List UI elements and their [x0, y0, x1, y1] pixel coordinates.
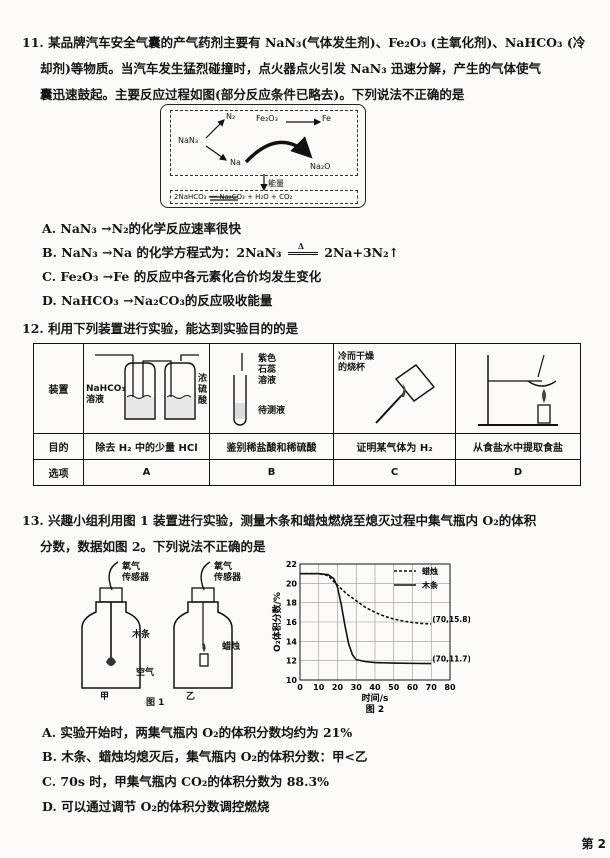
q12-choice-c: C [333, 459, 456, 486]
q12-apparatus-c: 冷而干燥 的烧杯 [333, 343, 456, 434]
chart-series-0 [300, 572, 432, 625]
q12-table: 装置 NaHCO₃ 溶液 浓 硫 酸 紫色 [33, 343, 581, 486]
fe-label: Fe [322, 114, 332, 123]
q13-option-c: C. 70s 时，甲集气瓶内 CO₂的体积分数为 88.3% [42, 774, 330, 789]
chart-series-1 [300, 572, 432, 665]
q11-reaction-diagram: NaN₃ N₂ Na Fe₂O₃ Fe Na₂O 能量 2NaHCO₃ ══ N… [160, 104, 370, 210]
q13-option-d: D. 可以通过调节 O₂的体积分数调控燃烧 [42, 799, 270, 814]
na-label: Na [230, 158, 241, 167]
air-label: 空气 [136, 668, 155, 678]
q11-arrows [205, 118, 322, 201]
dry-beaker-label: 冷而干燥 的烧杯 [338, 352, 375, 373]
wash-bottles-icon [94, 354, 199, 420]
q13-line1: 13. 兴趣小组利用图 1 装置进行实验，测量木条和蜡烛燃烧至熄灭过程中集气瓶内… [22, 513, 537, 528]
chart-xtick-label: 60 [407, 683, 419, 692]
fe2o3-label: Fe₂O₃ [256, 114, 278, 123]
nahco3-solution-label: NaHCO₃ 溶液 [86, 384, 126, 405]
chart-xtick-label: 80 [444, 683, 456, 692]
q11-line2: 却剂)等物质。当汽车发生猛烈碰撞时，点火器点火引发 NaN₃ 迅速分解，产生的气… [40, 61, 542, 76]
q12-choice-b: B [209, 459, 334, 486]
wood-label: 木条 [132, 630, 151, 640]
chart-ytick-label: 10 [286, 676, 298, 685]
q13-option-a: A. 实验开始时，两集气瓶内 O₂的体积分数均约为 21% [42, 725, 353, 740]
chart-xtick-label: 20 [332, 683, 344, 692]
chart-xtick-label: 30 [351, 683, 363, 692]
chart-ytick-label: 16 [286, 618, 298, 627]
nahco3-equation: 2NaHCO₃ ══ Na₂CO₃ + H₂O + CO₂ [174, 193, 293, 201]
chart-xlabel: 时间/s [362, 692, 389, 704]
q12-apparatus-d [455, 343, 581, 434]
q12-purpose-b: 鉴别稀盐酸和稀硫酸 [209, 433, 334, 460]
na2o-label: Na₂O [310, 162, 331, 171]
q13-figure-1: 氧气 传感器 氧气 传感器 木条 空气 蜡烛 甲 乙 图 1 [60, 558, 250, 708]
test-liquid-label: 待测液 [258, 406, 286, 416]
q12-stem: 12. 利用下列装置进行实验，能达到实验目的的是 [22, 321, 299, 336]
q12-row-label-choice: 选项 [33, 459, 84, 486]
q11-option-d: D. NaHCO₃ →Na₂CO₃的反应吸收能量 [42, 293, 273, 308]
gas-bottles-icon [81, 561, 233, 689]
o2-sensor-label-jia: 氧气 传感器 [122, 562, 150, 583]
conc-h2so4-label: 浓 硫 酸 [198, 374, 208, 406]
jia-label: 甲 [100, 692, 110, 702]
q11-option-b-pre: B. NaN₃ →Na 的化学方程式为：2NaN₃ [42, 245, 282, 260]
chart-annotation: (70,11.7) [432, 655, 470, 664]
q12-apparatus-b: 紫色 石蕊 溶液 待测液 [209, 343, 334, 434]
q12-row-label-apparatus: 装置 [33, 343, 84, 434]
evaporation-dish-icon [478, 354, 558, 426]
q11-option-a: A. NaN₃ →N₂的化学反应速率很快 [42, 221, 242, 236]
chart-ytick-label: 18 [286, 599, 298, 608]
energy-label: 能量 [268, 179, 284, 188]
chart-caption: 图 2 [366, 704, 384, 715]
q12-purpose-a: 除去 H₂ 中的少量 HCl [83, 433, 210, 460]
test-tube-icon [232, 353, 247, 426]
q12-purpose-d: 从食盐水中提取食盐 [455, 433, 581, 460]
chart-ytick-label: 22 [286, 560, 297, 569]
chart-ylabel: O₂体积分数/% [271, 592, 283, 652]
q12-purpose-c: 证明某气体为 H₂ [333, 433, 456, 460]
q11-option-b-post: 2Na+3N₂↑ [324, 245, 400, 260]
q11-option-b-cond: Δ [286, 241, 320, 260]
chart-annotation: (70,15.8) [432, 615, 470, 624]
q11-line3: 囊迅速鼓起。主要反应过程如图(部分反应条件已略去)。下列说法不正确的是 [40, 87, 465, 102]
litmus-label: 紫色 石蕊 溶液 [258, 354, 277, 386]
beaker-flame-icon [374, 364, 435, 424]
q11-option-b: B. NaN₃ →Na 的化学方程式为：2NaN₃ Δ 2Na+3N₂↑ [42, 241, 400, 261]
chart-xtick-label: 40 [369, 683, 381, 692]
chart-xtick-label: 0 [297, 683, 303, 692]
yi-label: 乙 [186, 692, 196, 702]
chart-ytick-label: 14 [286, 637, 298, 646]
chart-frame [299, 563, 451, 681]
candle-label: 蜡烛 [222, 642, 241, 652]
q13-line2: 分数，数据如图 2。下列说法不正确的是 [40, 539, 266, 554]
chart-legend-label: 蜡烛 [422, 566, 438, 576]
chart-legend-label: 木条 [421, 580, 439, 590]
q12-row-label-purpose: 目的 [33, 433, 84, 460]
chart-ytick-label: 12 [286, 657, 297, 666]
nan3-label: NaN₃ [178, 136, 199, 145]
q11-option-c: C. Fe₂O₃ →Fe 的反应中各元素化合价均发生变化 [42, 269, 322, 284]
chart-xtick-label: 50 [388, 683, 400, 692]
page-number: 第 2 [581, 837, 606, 851]
o2-sensor-label-yi: 氧气 传感器 [214, 562, 242, 583]
chart-ytick-label: 20 [286, 579, 298, 588]
n2-label: N₂ [226, 112, 236, 121]
chart-xtick-label: 10 [313, 683, 325, 692]
fig1-caption: 图 1 [146, 698, 165, 708]
q11-line1: 11. 某品牌汽车安全气囊的产气药剂主要有 NaN₃(气体发生剂)、Fe₂O₃ … [22, 35, 586, 50]
q12-choice-a: A [83, 459, 210, 486]
q12-apparatus-a: NaHCO₃ 溶液 浓 硫 酸 [83, 343, 210, 434]
q12-choice-d: D [455, 459, 581, 486]
chart-xtick-label: 70 [426, 683, 438, 692]
q13-option-b: B. 木条、蜡烛均熄灭后，集气瓶内 O₂的体积分数：甲<乙 [42, 749, 368, 764]
